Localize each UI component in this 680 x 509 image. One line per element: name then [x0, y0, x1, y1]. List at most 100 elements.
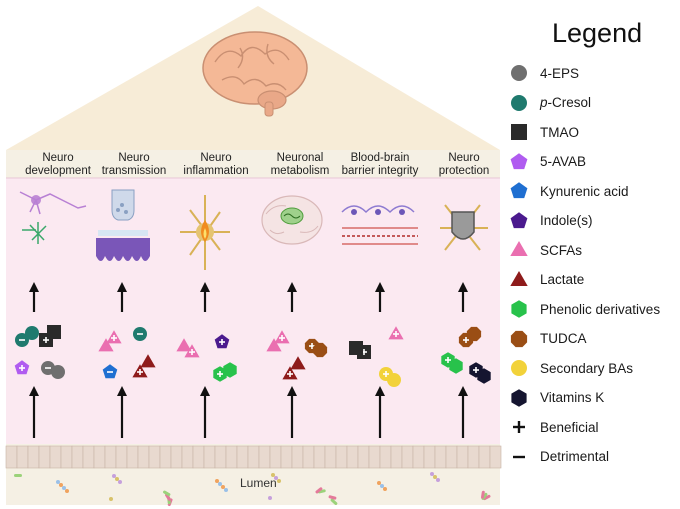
up-arrow-upper — [287, 282, 297, 312]
legend-item-label: 5-AVAB — [540, 154, 587, 169]
legend-item-label: Beneficial — [540, 419, 599, 435]
black-square-icon — [47, 325, 61, 339]
gray-circle-icon — [508, 62, 530, 84]
teal-circle-icon — [15, 333, 29, 347]
legend-item: SCFAs — [508, 237, 582, 263]
up-arrow-lower — [29, 386, 39, 438]
blood-brain-barrier-illustration — [341, 205, 418, 245]
black-square-icon — [349, 341, 363, 355]
legend-item-label: Kynurenic acid — [540, 183, 629, 199]
blue-pentagon-icon — [508, 180, 530, 202]
legend-item: Lactate — [508, 267, 584, 293]
darkred-triangle-icon — [282, 366, 298, 380]
black-hexagon-icon — [511, 388, 527, 407]
violet-pentagon-icon — [510, 152, 528, 169]
legend-item-label: Phenolic derivatives — [540, 301, 661, 317]
legend-item: p-Cresol — [508, 90, 591, 116]
purple-pentagon-icon — [214, 334, 230, 349]
column-label-neuroinflammation: Neuro inflammation — [183, 152, 249, 177]
column-label-neurodevelopment: Neuro development — [25, 152, 91, 177]
plus-icon — [508, 416, 530, 438]
neuroinflammation-illustration — [180, 195, 230, 270]
up-arrow-lower — [287, 386, 297, 438]
darkred-triangle-icon — [132, 364, 148, 378]
lumen-particles — [14, 472, 491, 507]
pink-triangle-icon — [274, 330, 290, 344]
column-label-blood-brain-barrier: Blood-brain barrier integrity — [341, 152, 419, 177]
legend-item: Secondary BAs — [508, 355, 633, 381]
darkred-triangle-icon — [508, 269, 530, 291]
violet-pentagon-icon — [14, 360, 30, 375]
neurodevelopment-illustration — [19, 191, 87, 244]
column-label-neuroprotection: Neuro protection — [438, 152, 490, 177]
up-arrow-lower — [458, 386, 468, 438]
up-arrow-upper — [29, 282, 39, 312]
up-arrow-lower — [200, 386, 210, 438]
teal-circle-icon — [508, 92, 530, 114]
teal-circle-icon — [511, 94, 527, 111]
brown-octagon-icon — [466, 326, 482, 342]
pink-triangle-icon — [98, 338, 114, 352]
neuronal-metabolism-illustration — [261, 195, 323, 245]
legend-item: TMAO — [508, 119, 579, 145]
neuroprotection-illustration — [440, 204, 488, 251]
legend-item-label: Vitamins K — [540, 390, 605, 405]
up-arrow-upper — [200, 282, 210, 312]
legend-item-label: SCFAs — [540, 242, 583, 258]
darkred-triangle-icon — [510, 270, 528, 286]
pink-triangle-icon — [106, 330, 122, 344]
black-hexagon-icon — [477, 368, 491, 384]
gut-epithelium — [5, 445, 502, 469]
blue-pentagon-icon — [510, 182, 528, 199]
legend-item-label: Lactate — [540, 272, 585, 287]
green-hexagon-icon — [511, 300, 527, 318]
pink-triangle-icon — [388, 326, 404, 340]
yellow-circle-icon — [508, 357, 530, 379]
legend-item-label: Detrimental — [540, 449, 610, 464]
purple-pentagon-icon — [508, 210, 530, 232]
legend-item: Kynurenic acid — [508, 178, 629, 204]
legend-item: Detrimental — [508, 444, 609, 470]
black-square-icon — [508, 121, 530, 143]
blue-pentagon-icon — [102, 364, 118, 379]
yellow-circle-icon — [387, 373, 401, 387]
pink-triangle-icon — [508, 239, 530, 261]
gray-circle-icon — [511, 65, 527, 81]
legend-item-label: TUDCA — [540, 331, 587, 346]
legend-item: 4-EPS — [508, 60, 579, 86]
violet-pentagon-icon — [508, 151, 530, 173]
legend-item: TUDCA — [508, 326, 587, 352]
brain-icon — [202, 31, 308, 117]
legend-item: Vitamins K — [508, 385, 604, 411]
legend-item-label: TMAO — [540, 124, 579, 140]
pink-triangle-icon — [176, 338, 192, 352]
brown-octagon-icon — [508, 328, 530, 350]
lumen-label: Lumen — [240, 476, 277, 490]
arrows-layer — [29, 282, 468, 438]
legend-item: Phenolic derivatives — [508, 296, 660, 322]
pink-triangle-icon — [184, 344, 200, 358]
legend-item-label: p-Cresol — [540, 95, 592, 110]
up-arrow-lower — [375, 386, 385, 438]
black-hexagon-icon — [508, 387, 530, 409]
minus-icon — [508, 446, 530, 468]
up-arrow-upper — [375, 282, 385, 312]
teal-circle-icon — [25, 326, 39, 340]
up-arrow-upper — [458, 282, 468, 312]
legend-title: Legend — [552, 18, 643, 48]
legend-item: Beneficial — [508, 414, 599, 440]
metabolite-clusters — [14, 325, 491, 387]
darkred-triangle-icon — [140, 354, 156, 368]
green-hexagon-icon — [449, 358, 463, 374]
legend-item: Indole(s) — [508, 208, 593, 234]
purple-pentagon-icon — [510, 211, 528, 228]
pink-triangle-icon — [266, 338, 282, 352]
yellow-circle-icon — [511, 360, 527, 376]
pink-panel — [6, 178, 500, 444]
teal-circle-icon — [133, 327, 147, 341]
legend-item-label: Secondary BAs — [540, 360, 634, 376]
up-arrow-upper — [117, 282, 127, 312]
legend-item-label: 4-EPS — [540, 65, 580, 81]
green-hexagon-icon — [223, 362, 237, 378]
